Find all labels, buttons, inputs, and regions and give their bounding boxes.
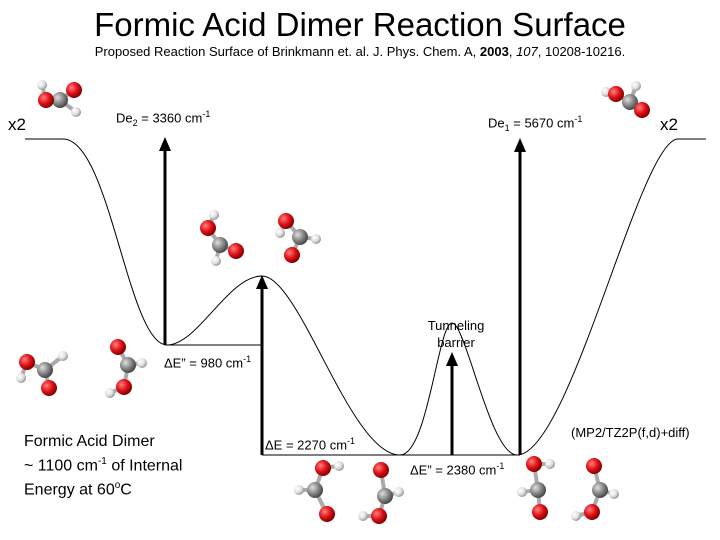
citation-subtitle: Proposed Reaction Surface of Brinkmann e… bbox=[94, 44, 626, 59]
de-prime-right-label: ΔE” = 2380 cm-1 bbox=[410, 461, 505, 478]
de-prime-left-label: ΔE” = 980 cm-1 bbox=[164, 354, 252, 371]
de1-label: De1 = 5670 cm-1 bbox=[488, 114, 583, 133]
de-prime-left-arrow bbox=[256, 275, 268, 455]
dimer-right-molecule-b bbox=[571, 458, 619, 521]
energy-curve bbox=[25, 138, 706, 456]
de-center-label: ΔE = 2270 cm-1 bbox=[265, 436, 356, 453]
monomer-top-left bbox=[37, 80, 82, 117]
tunneling-arrow bbox=[446, 352, 458, 455]
dimer-left-molecule-b bbox=[105, 339, 147, 398]
monomer-top-right bbox=[601, 81, 650, 118]
ts-molecule-left bbox=[200, 210, 244, 266]
de2-arrow bbox=[159, 137, 171, 345]
formic-acid-dimer-note: Formic Acid Dimer ~ 1100 cm-1 of Interna… bbox=[24, 433, 183, 499]
dimer-center-molecule-a bbox=[294, 460, 344, 522]
dimer-right-molecule-a bbox=[517, 456, 555, 520]
method-label: (MP2/TZ2P(f,d)+diff) bbox=[571, 425, 690, 440]
x2-left-label: x2 bbox=[8, 115, 26, 134]
de1-arrow bbox=[514, 138, 526, 455]
de2-label: De2 = 3360 cm-1 bbox=[116, 109, 211, 128]
dimer-center-molecule-b bbox=[358, 462, 404, 524]
dimer-left-molecule-a bbox=[16, 351, 68, 396]
page-title: Formic Acid Dimer Reaction Surface bbox=[94, 6, 626, 43]
x2-right-label: x2 bbox=[660, 115, 678, 134]
ts-molecule-right bbox=[275, 213, 321, 263]
